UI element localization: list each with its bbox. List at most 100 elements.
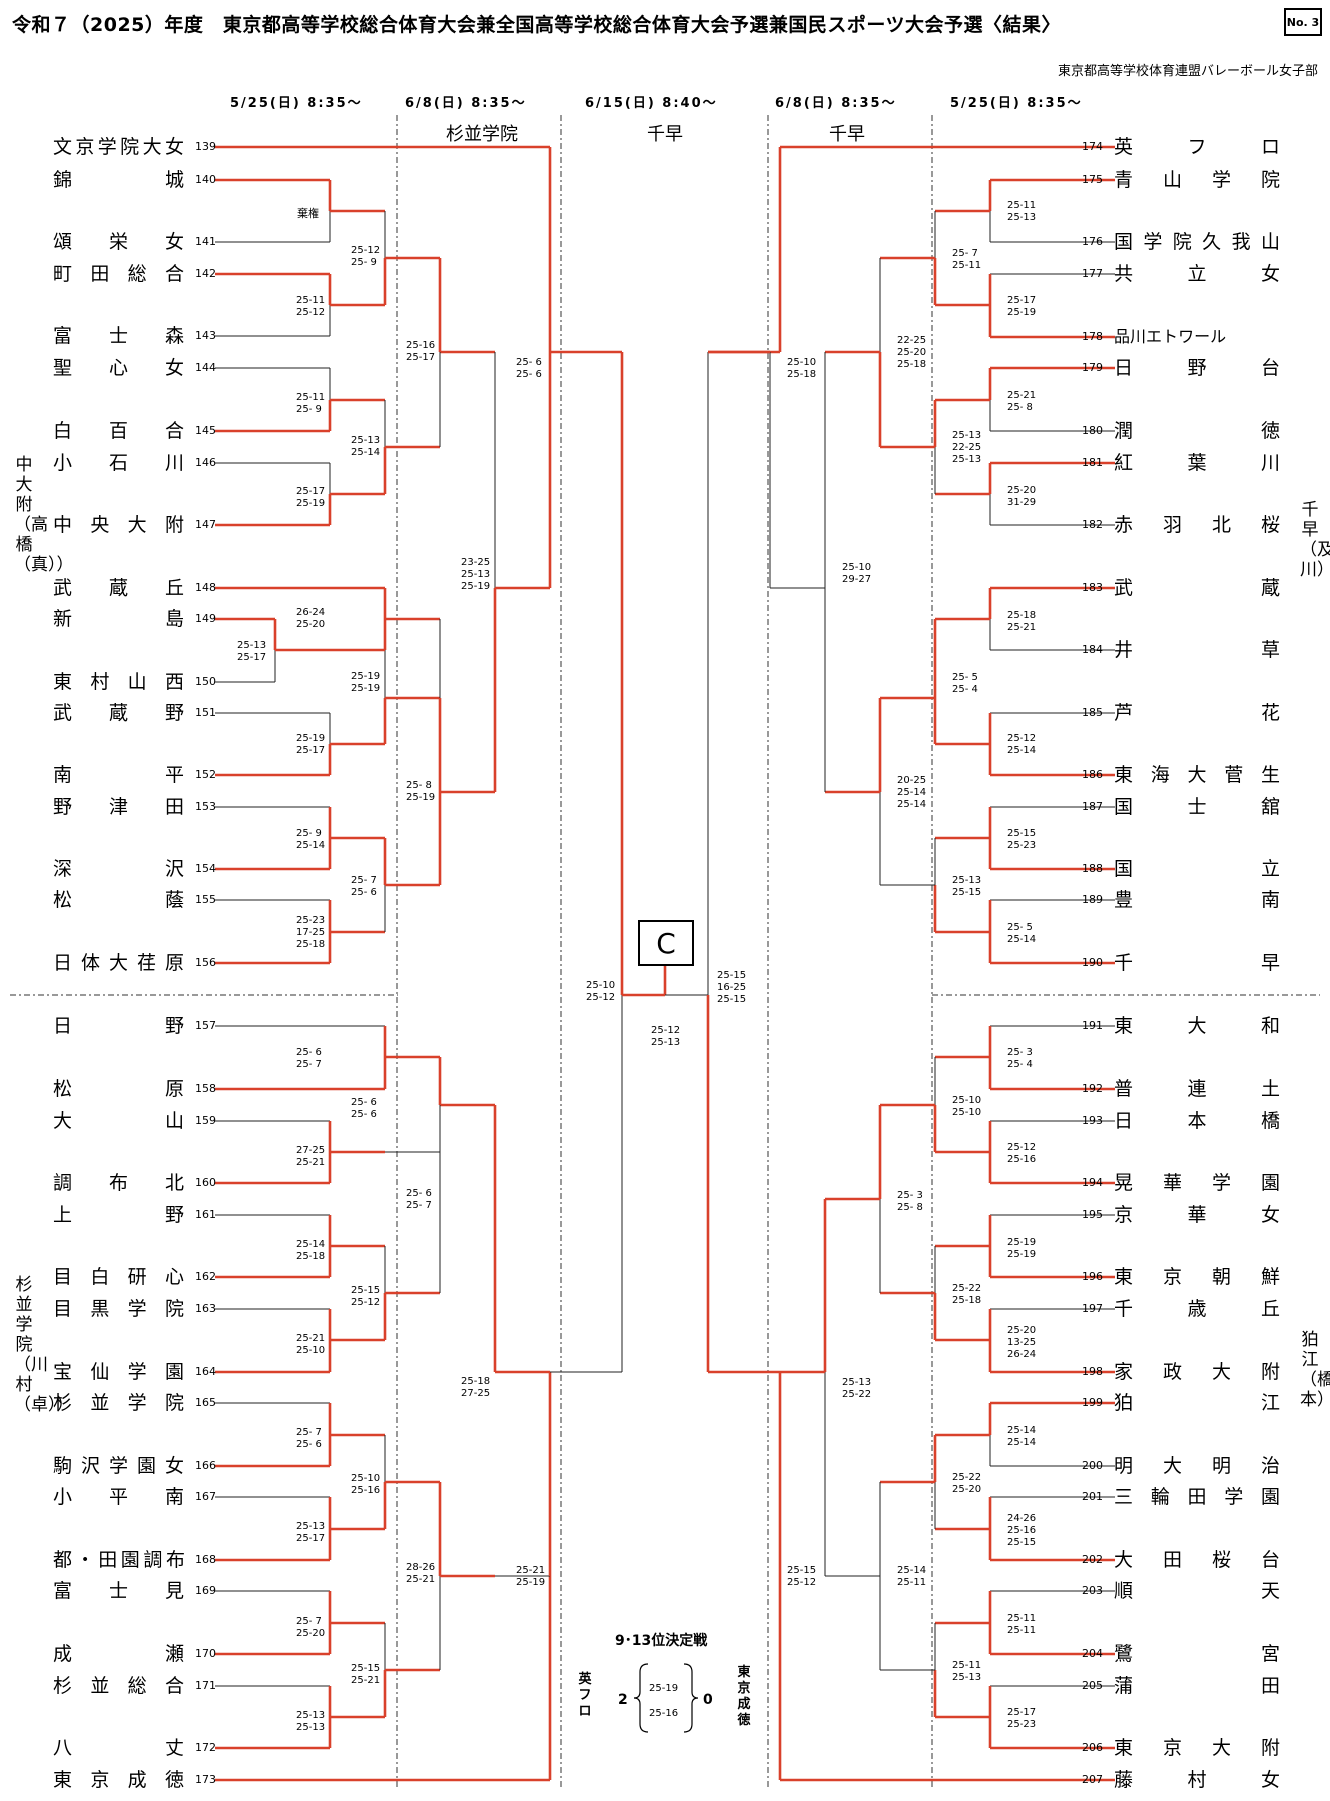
team-entry: 186 東海大菅生 — [1082, 763, 1280, 787]
team-number: 207 — [1082, 1773, 1103, 1786]
team-number: 150 — [195, 675, 216, 688]
team-number: 168 — [195, 1553, 216, 1566]
team-number: 152 — [195, 768, 216, 781]
team-number: 164 — [195, 1365, 216, 1378]
team-name: 目白研心 — [53, 1266, 184, 1288]
team-number: 154 — [195, 862, 216, 875]
team-name: 野津田 — [53, 796, 184, 818]
venue-left: 杉並学院 — [446, 124, 518, 145]
team-number: 149 — [195, 612, 216, 625]
team-name: 杉並学院 — [53, 1392, 184, 1414]
team-name: 潤徳 — [1114, 420, 1280, 442]
team-number: 179 — [1082, 361, 1103, 374]
team-number: 148 — [195, 581, 216, 594]
team-number: 202 — [1082, 1553, 1103, 1566]
venue-right: 千早 — [829, 124, 865, 145]
team-name: 白百合 — [53, 420, 184, 442]
team-number: 185 — [1082, 706, 1103, 719]
team-name: 東京成徳 — [53, 1769, 184, 1791]
team-name: 錦城 — [53, 169, 184, 191]
team-number: 201 — [1082, 1490, 1103, 1503]
team-number: 159 — [195, 1114, 216, 1127]
team-number: 173 — [195, 1773, 216, 1786]
team-number: 170 — [195, 1647, 216, 1660]
team-number: 186 — [1082, 768, 1103, 781]
round-date-4: 6/8(日) 8:35～ — [775, 96, 897, 111]
team-number: 151 — [195, 706, 216, 719]
round-date-1: 5/25(日) 8:35～ — [230, 96, 363, 111]
pool-label-komae: 狛江（橋本） — [1300, 1330, 1330, 1410]
team-number: 195 — [1082, 1208, 1103, 1221]
team-number: 191 — [1082, 1019, 1103, 1032]
team-number: 139 — [195, 140, 216, 153]
team-entry: 東京成徳 173 — [53, 1768, 216, 1792]
team-name: 中央大附 — [53, 514, 184, 536]
team-number: 171 — [195, 1679, 216, 1692]
team-name: 鷺宮 — [1114, 1643, 1280, 1665]
team-name: 新島 — [53, 608, 184, 630]
team-number: 203 — [1082, 1584, 1103, 1597]
team-number: 199 — [1082, 1396, 1103, 1409]
team-name: 小平南 — [53, 1486, 184, 1508]
team-name: 藤村女 — [1114, 1769, 1280, 1791]
team-name: 富士見 — [53, 1580, 184, 1602]
playoff-left-sets: 2 — [618, 1692, 628, 1708]
team-name: 東大和 — [1114, 1015, 1280, 1037]
pool-label-suginami: 杉並学院（川村（卓）） — [14, 1275, 74, 1415]
team-name: 東海大菅生 — [1114, 764, 1280, 786]
team-name: 頌栄女 — [53, 231, 184, 253]
team-name: 東京朝鮮 — [1114, 1266, 1280, 1288]
team-name: 赤羽北桜 — [1114, 514, 1280, 536]
team-number: 144 — [195, 361, 216, 374]
team-number: 178 — [1082, 330, 1103, 343]
team-name: 芦花 — [1114, 702, 1280, 724]
team-number: 177 — [1082, 267, 1103, 280]
organizer-label: 東京都高等学校体育連盟バレーボール女子部 — [1057, 64, 1318, 79]
team-name: 武蔵丘 — [53, 577, 184, 599]
